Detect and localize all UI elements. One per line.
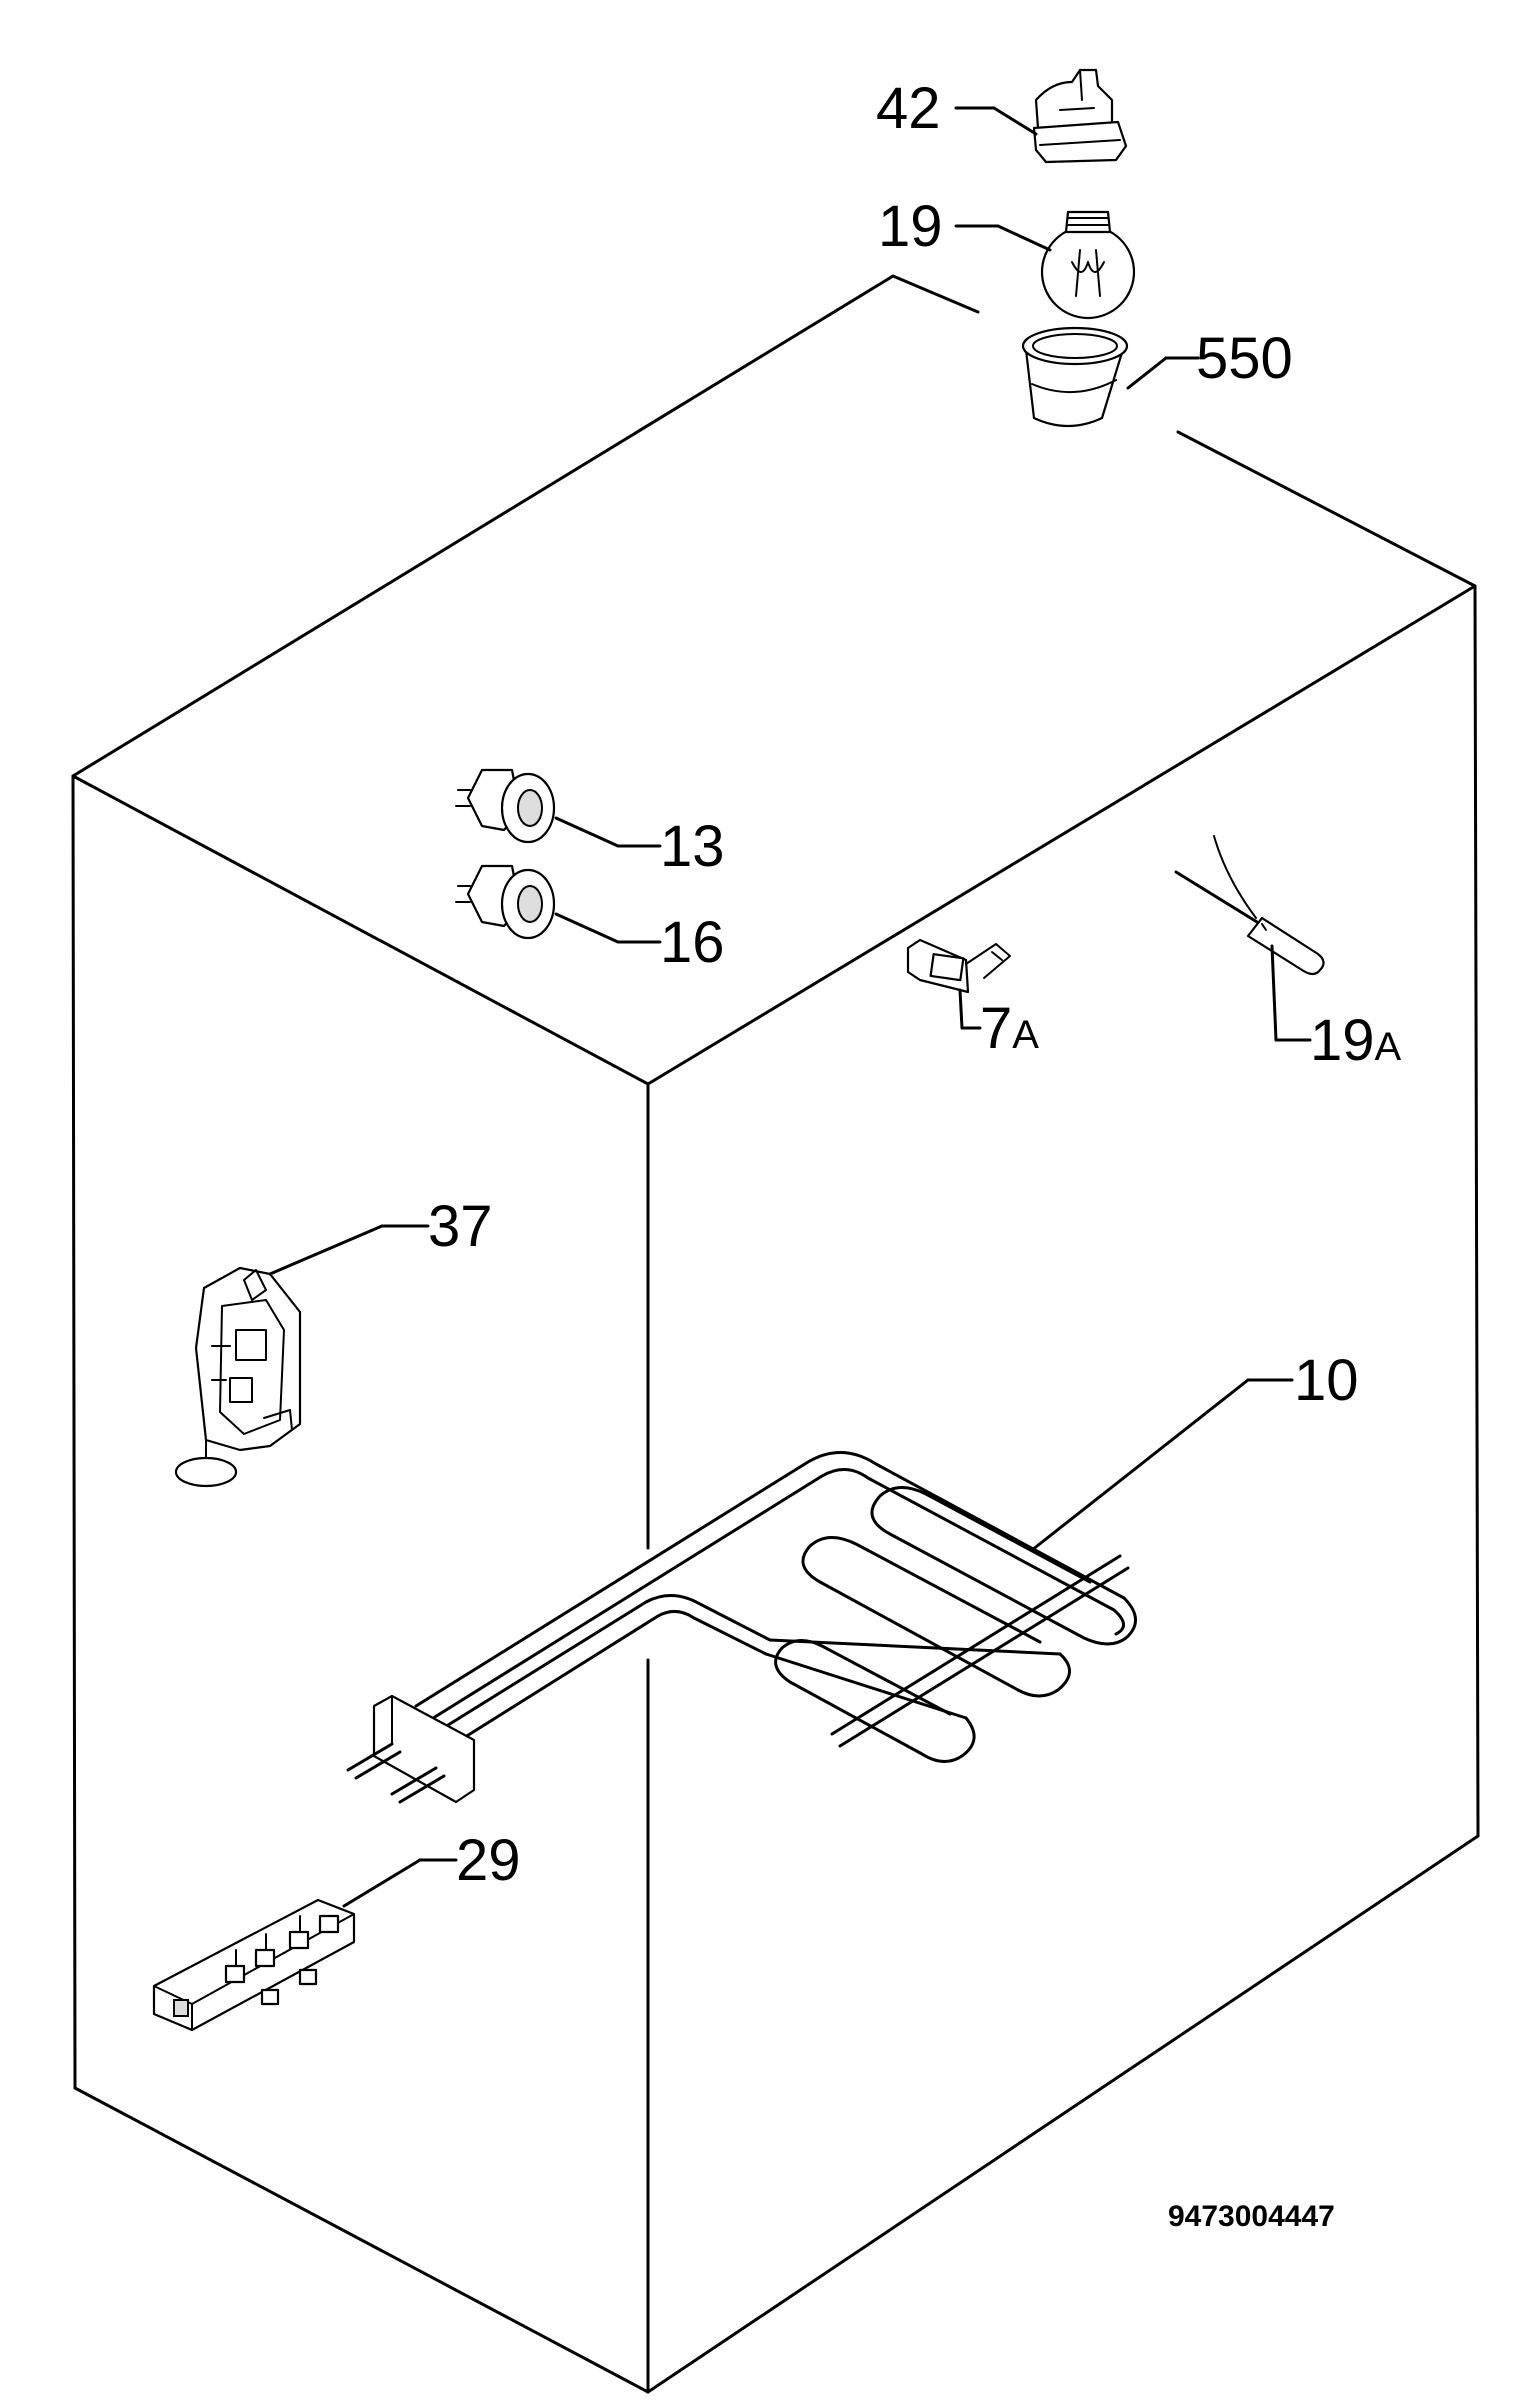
heating-element-icon [346,1451,1137,1804]
label-42: 42 [876,76,941,141]
document-number: 9473004447 [1168,2200,1335,2233]
label-29: 29 [456,1828,521,1893]
cabinet-outline [71,274,1480,2394]
pilot-light-13-icon [455,768,556,844]
leader-16 [554,912,620,944]
leader-19b [996,224,1052,252]
label-16: 16 [660,910,725,975]
terminal-block-icon [152,1898,356,2032]
leader-550b [1126,356,1168,390]
label-19a: 19A [1310,1008,1402,1073]
leader-19a [1270,944,1312,1042]
lamp-holder-cap-icon [1032,68,1128,164]
label-7a: 7A [980,996,1039,1061]
leader-7a [958,988,982,1030]
label-13: 13 [660,814,725,879]
leader-42b [992,106,1038,136]
leader-13 [554,816,620,848]
lamp-bulb-icon [1040,210,1136,320]
door-switch-icon [906,938,1011,994]
temperature-probe-icon [1174,835,1325,976]
leader-29 [342,1858,422,1908]
thermostat-icon [174,1266,302,1488]
leader-10 [1030,1378,1250,1552]
label-10: 10 [1294,1348,1359,1413]
label-550: 550 [1196,326,1293,391]
lamp-glass-cover-icon [1021,326,1129,428]
pilot-light-16-icon [455,864,556,940]
leader-37 [268,1224,384,1276]
label-19: 19 [878,194,943,259]
label-37: 37 [428,1194,493,1259]
